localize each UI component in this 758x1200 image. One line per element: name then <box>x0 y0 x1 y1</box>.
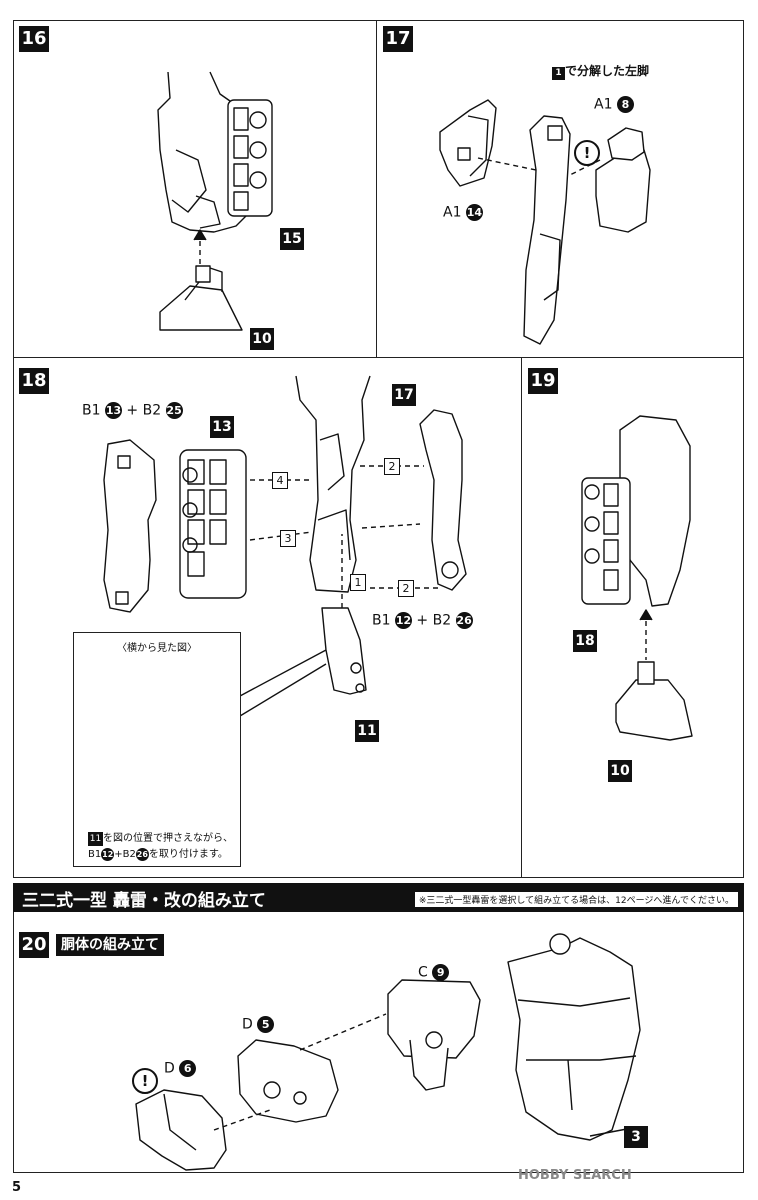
combo-b1-12-b2-26: B1 12 + B2 26 <box>372 612 473 629</box>
page-number: 5 <box>12 1180 22 1195</box>
instruction-line-2-text: を取り付けます。 <box>148 849 228 860</box>
part-a1-14-num: 14 <box>465 204 483 221</box>
instr-n1: 12 <box>101 847 115 861</box>
instr-b1: B1 <box>88 849 102 860</box>
instruction-line-2: B112+B226を取り付けます。 <box>88 847 233 863</box>
arrow-step-1: 1 <box>350 574 366 591</box>
arrow-step-3: 3 <box>280 530 296 547</box>
part-a1-14-prefix: A1 <box>443 204 462 221</box>
instr-n2: 26 <box>135 847 149 861</box>
combo-b1-13-b2-25: B1 13 + B2 25 <box>82 402 183 419</box>
part-d6-prefix: D <box>164 1060 175 1077</box>
part-a1-8-prefix: A1 <box>594 96 613 113</box>
watermark: HOBBY SEARCH <box>518 1168 632 1183</box>
part-15-label: 15 <box>280 228 304 250</box>
combo-top-plus: + B2 <box>126 402 162 419</box>
combo-bottom-plus: + B2 <box>416 612 452 629</box>
step-17-number: 17 <box>383 26 413 52</box>
part-c9-label: C 9 <box>418 964 450 981</box>
step-19-number: 19 <box>528 368 558 394</box>
combo-top-n1: 13 <box>104 402 122 419</box>
part-d5-label: D 5 <box>242 1016 275 1033</box>
step-18-number: 18 <box>19 368 49 394</box>
arrow-step-2-upper: 2 <box>384 458 400 475</box>
step-16-number: 16 <box>19 26 49 52</box>
left-leg-text: で分解した左脚 <box>565 64 650 78</box>
arrow-step-2-lower: 2 <box>398 580 414 597</box>
part-a1-8-label: A1 8 <box>594 96 634 113</box>
part-d5-prefix: D <box>242 1016 253 1033</box>
step19-panel <box>521 357 744 878</box>
part-a1-8-num: 8 <box>616 96 634 113</box>
part-13-label: 13 <box>210 416 234 438</box>
instruction-line-1-text: を図の位置で押さえながら、 <box>103 833 233 844</box>
part-10-label: 10 <box>250 328 274 350</box>
step-20-subtitle: 胴体の組み立て <box>56 934 164 956</box>
side-view-title: 〈横から見た図〉 <box>117 643 197 654</box>
combo-bottom-n1: 12 <box>394 612 412 629</box>
part-18-label: 18 <box>573 630 597 652</box>
section-title: 三二式一型 轟雷・改の組み立て <box>22 891 266 911</box>
part-d6-num: 6 <box>179 1060 197 1077</box>
part-10b-label: 10 <box>608 760 632 782</box>
part-c9-prefix: C <box>418 964 428 981</box>
alert-icon-step20: ! <box>132 1068 158 1094</box>
combo-top-b1: B1 <box>82 402 101 419</box>
part-a1-14-label: A1 14 <box>443 204 483 221</box>
part-11-label: 11 <box>355 720 379 742</box>
combo-bottom-b1: B1 <box>372 612 391 629</box>
part-17-label: 17 <box>392 384 416 406</box>
ref-1-box: 1 <box>552 67 565 80</box>
part-c9-num: 9 <box>432 964 450 981</box>
alert-icon: ! <box>574 140 600 166</box>
part-d6-label: D 6 <box>164 1060 197 1077</box>
instr-plus: +B2 <box>114 849 136 860</box>
part-d5-num: 5 <box>257 1016 275 1033</box>
section-note: ※三二式一型轟雷を選択して組み立てる場合は、12ページへ進んでください。 <box>414 892 738 907</box>
step-20-number: 20 <box>19 932 49 958</box>
combo-top-n2: 25 <box>165 402 183 419</box>
combo-bottom-n2: 26 <box>455 612 473 629</box>
part-3-label: 3 <box>624 1126 648 1148</box>
arrow-step-4: 4 <box>272 472 288 489</box>
instr-ref-11: 11 <box>88 832 103 846</box>
